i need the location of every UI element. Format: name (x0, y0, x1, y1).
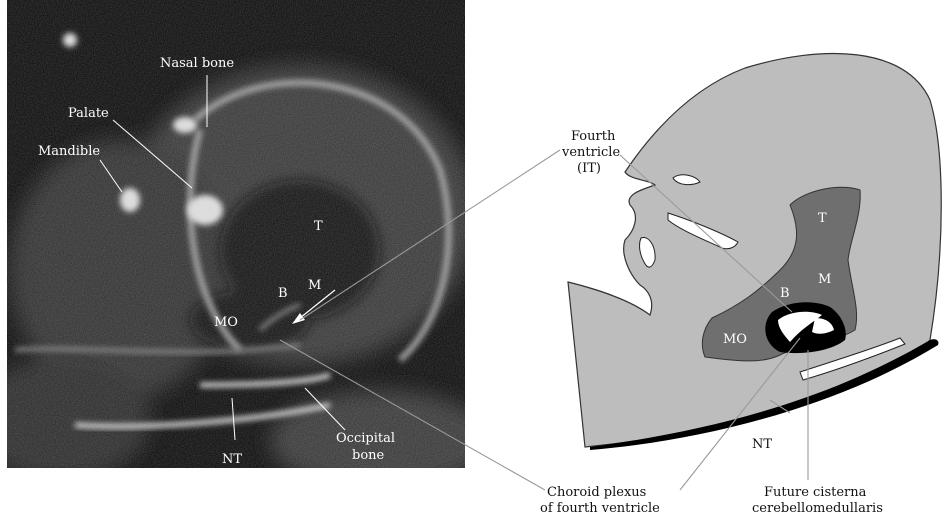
label-cisterna-line1: Future cisterna (764, 485, 867, 500)
label-choroid-line2: of fourth ventricle (540, 501, 660, 516)
label-palate: Palate (68, 106, 109, 121)
label-nasal-bone: Nasal bone (160, 56, 234, 71)
label-choroid-line1: Choroid plexus (547, 485, 646, 500)
label-occipital-line1: Occipital (336, 431, 395, 446)
label-us-mo: MO (214, 315, 238, 330)
label-dg-b: B (780, 286, 790, 301)
head-silhouette (568, 53, 941, 447)
label-dg-mo: MO (723, 332, 747, 347)
schematic-diagram (568, 53, 941, 450)
label-us-t: T (314, 219, 323, 234)
label-dg-t: T (818, 211, 827, 226)
ultrasound-image (0, 0, 490, 490)
fourth-ventricle-cavity (765, 302, 845, 353)
label-dg-nt: NT (752, 437, 772, 452)
label-us-nt: NT (222, 452, 242, 467)
label-cisterna-line2: cerebellomedullaris (752, 501, 883, 516)
label-fourth-ventricle-line1: Fourth (571, 129, 616, 144)
label-occipital-line2: bone (352, 448, 385, 463)
label-us-b: B (278, 286, 288, 301)
label-us-m: M (308, 278, 321, 293)
label-mandible: Mandible (38, 144, 100, 159)
label-fourth-ventricle-line2: ventricle (561, 145, 620, 160)
label-fourth-ventricle-line3: (IT) (577, 161, 601, 176)
label-dg-m: M (818, 272, 831, 287)
